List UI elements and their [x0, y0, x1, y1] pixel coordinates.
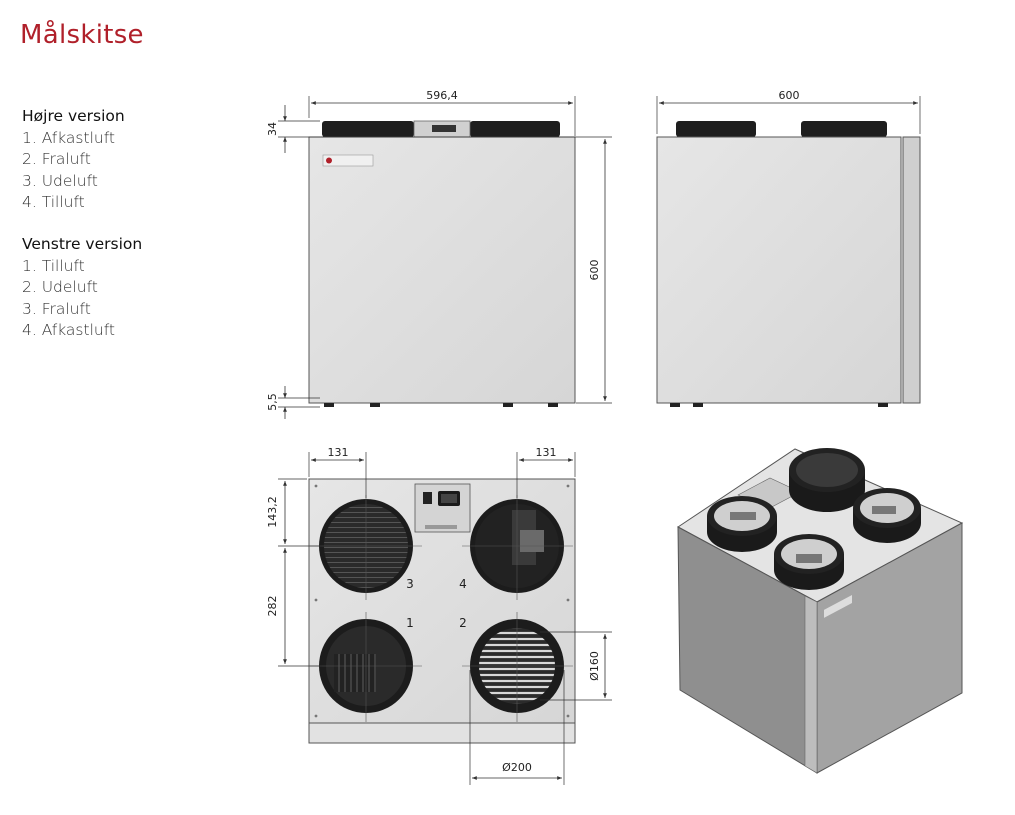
- dim-left-offset: 131: [328, 446, 349, 459]
- connector-icon: [432, 125, 456, 132]
- dim-front-width: 596,4: [426, 89, 458, 102]
- port-number: 1: [406, 616, 414, 630]
- duct-stub: [470, 121, 560, 137]
- duct-stub: [322, 121, 414, 137]
- dim-feet-height: 5,5: [266, 393, 279, 411]
- front-view: 596,4 34 600 5,5: [266, 89, 612, 419]
- logo-mark-icon: [326, 157, 332, 164]
- iso-duct: [789, 448, 865, 512]
- dim-top-height: 34: [266, 122, 279, 136]
- duct-stub: [676, 121, 756, 137]
- dim-outer-diameter: Ø200: [502, 761, 532, 774]
- isometric-view: [677, 448, 964, 774]
- legend-item: 3. Fraluft: [22, 299, 91, 318]
- dim-side-width: 600: [779, 89, 800, 102]
- top-view: 3 4 1 2 131 131 143,2 282 Ø160 Ø200: [266, 446, 612, 785]
- legend-item: 2. Udeluft: [22, 278, 98, 296]
- duct-stub: [801, 121, 887, 137]
- port-number: 3: [406, 577, 414, 591]
- legend-item: 1. Tilluft: [22, 256, 85, 275]
- dim-port-spacing: 282: [266, 596, 279, 617]
- dim-inner-diameter: Ø160: [588, 651, 601, 681]
- legend-item: 3. Udeluft: [22, 171, 98, 190]
- door-edge: [308, 722, 576, 744]
- dim-front-offset: 143,2: [266, 496, 279, 528]
- legend-left-version: Venstre version 1. Tilluft 2. Udeluft 3.…: [22, 234, 142, 342]
- legend-right-version: Højre version 1. Afkastluft 2. Fraluft 3…: [22, 106, 125, 214]
- legend-heading: Højre version: [22, 107, 125, 125]
- legend-heading: Venstre version: [22, 235, 143, 253]
- legend-item: 2. Fraluft: [22, 150, 91, 168]
- port-number: 2: [459, 616, 467, 630]
- door-edge: [902, 136, 921, 404]
- legend-item: 4. Tilluft: [22, 193, 85, 211]
- legend-item: 4. Afkastluft: [22, 321, 115, 339]
- brand-logo: [322, 154, 374, 167]
- side-view: 600: [656, 89, 921, 407]
- port-number: 4: [459, 577, 467, 591]
- front-panel: [308, 136, 576, 404]
- legend-item: 1. Afkastluft: [22, 128, 115, 147]
- dim-front-height: 600: [588, 260, 601, 281]
- page-title: Målskitse: [20, 20, 144, 50]
- side-panel: [656, 136, 902, 404]
- iso-duct: [853, 488, 921, 543]
- iso-duct: [774, 534, 844, 590]
- switch-icon: [423, 492, 432, 504]
- dim-right-offset: 131: [536, 446, 557, 459]
- iso-duct: [707, 496, 777, 552]
- brand-logo: [824, 594, 852, 618]
